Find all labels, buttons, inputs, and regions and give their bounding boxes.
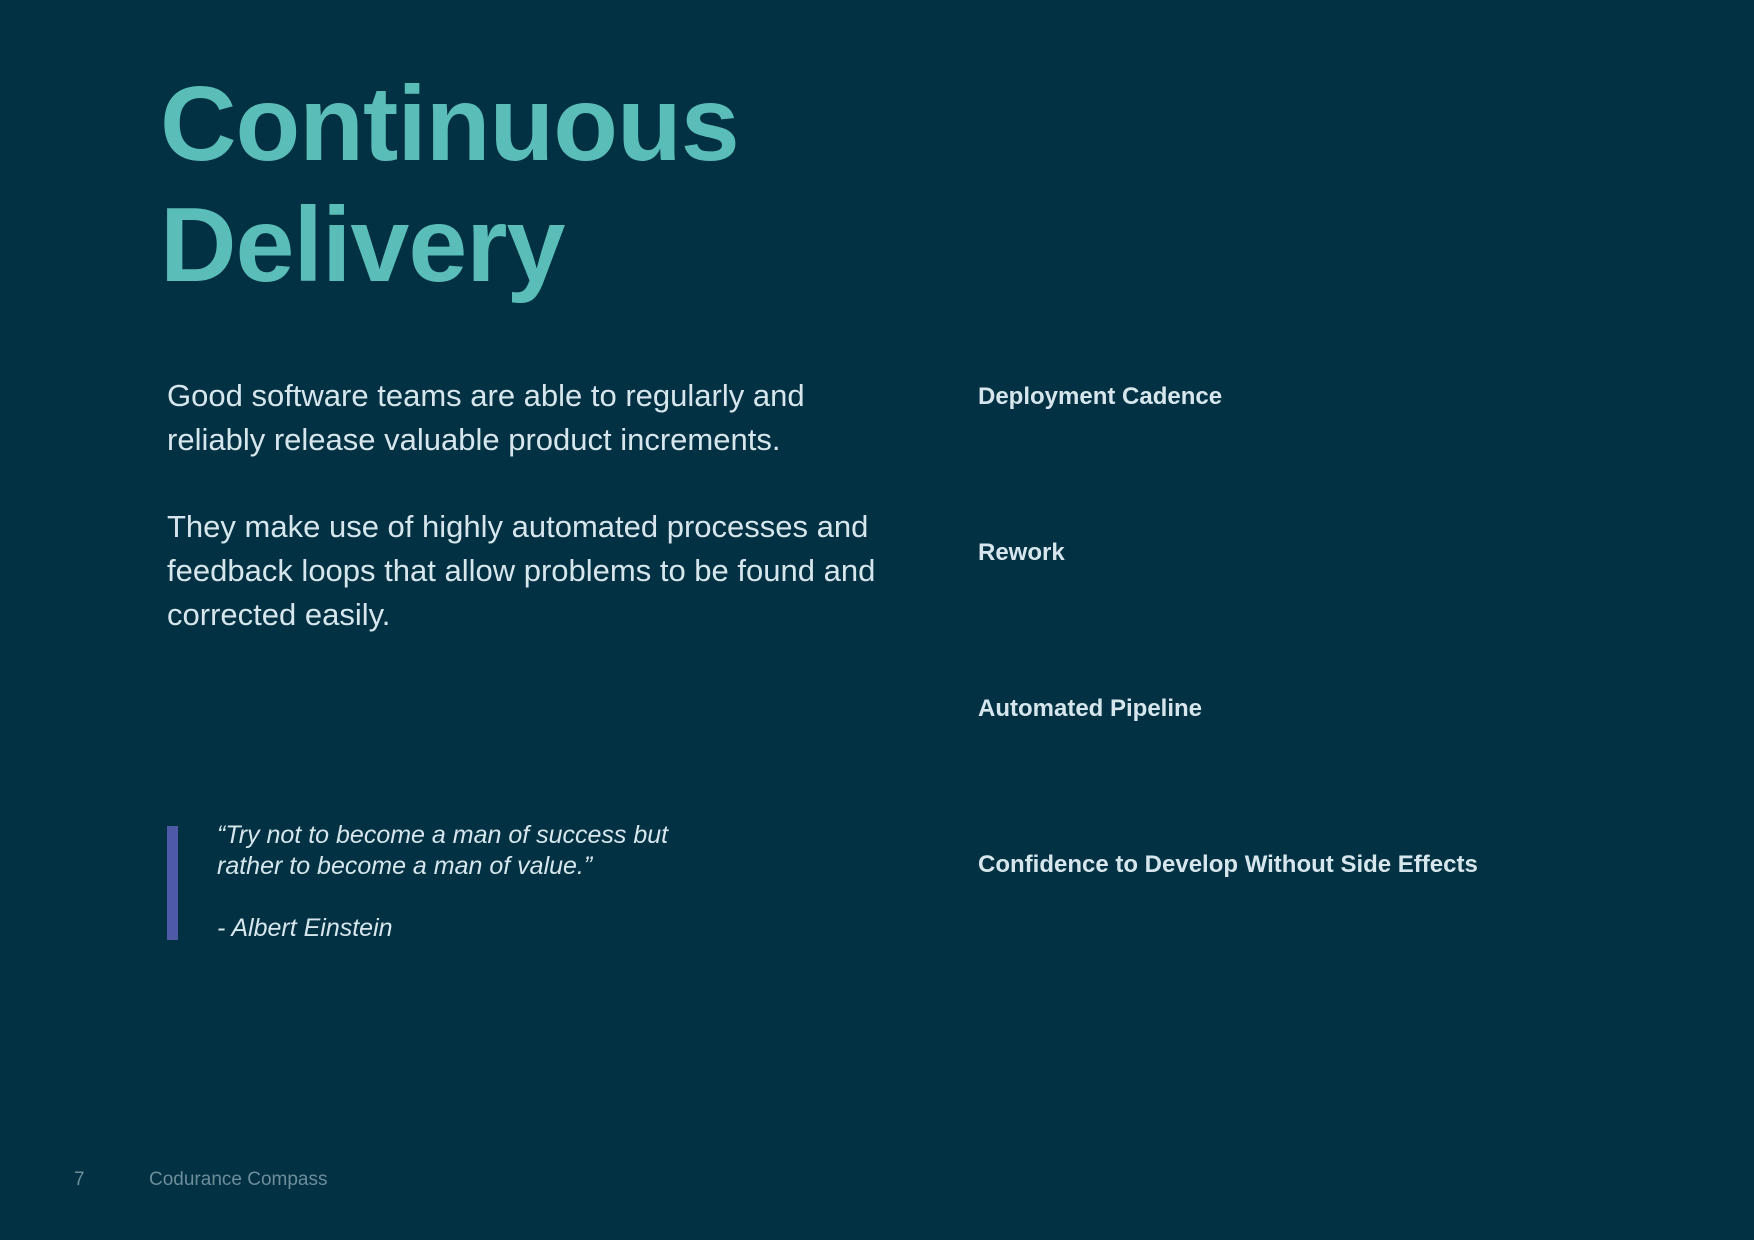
topic-automated-pipeline: Automated Pipeline — [978, 695, 1203, 722]
topic-rework: Rework — [978, 539, 1065, 566]
quote-text-line-1: “Try not to become a man of success but — [217, 821, 669, 849]
quote-author: - Albert Einstein — [217, 914, 393, 942]
page-title-line-1: Continuous — [160, 65, 740, 183]
page-number: 7 — [74, 1169, 85, 1190]
quote-text: “Try not to become a man of success but … — [217, 820, 777, 882]
page-title-line-2: Delivery — [160, 186, 566, 304]
topic-deployment-cadence: Deployment Cadence — [978, 383, 1223, 410]
intro-paragraph-1: Good software teams are able to regularl… — [167, 378, 805, 457]
page-title: Continuous Delivery — [160, 64, 740, 306]
quote-block: “Try not to become a man of success but … — [167, 820, 787, 942]
footer-brand: Codurance Compass — [149, 1169, 328, 1190]
quote-text-line-2: rather to become a man of value.” — [217, 852, 593, 880]
intro-paragraph-2: They make use of highly automated proces… — [167, 509, 876, 632]
intro-text: Good software teams are able to regularl… — [167, 374, 887, 637]
topic-confidence-to-develop: Confidence to Develop Without Side Effec… — [978, 851, 1478, 878]
quote-accent-bar — [167, 826, 178, 940]
